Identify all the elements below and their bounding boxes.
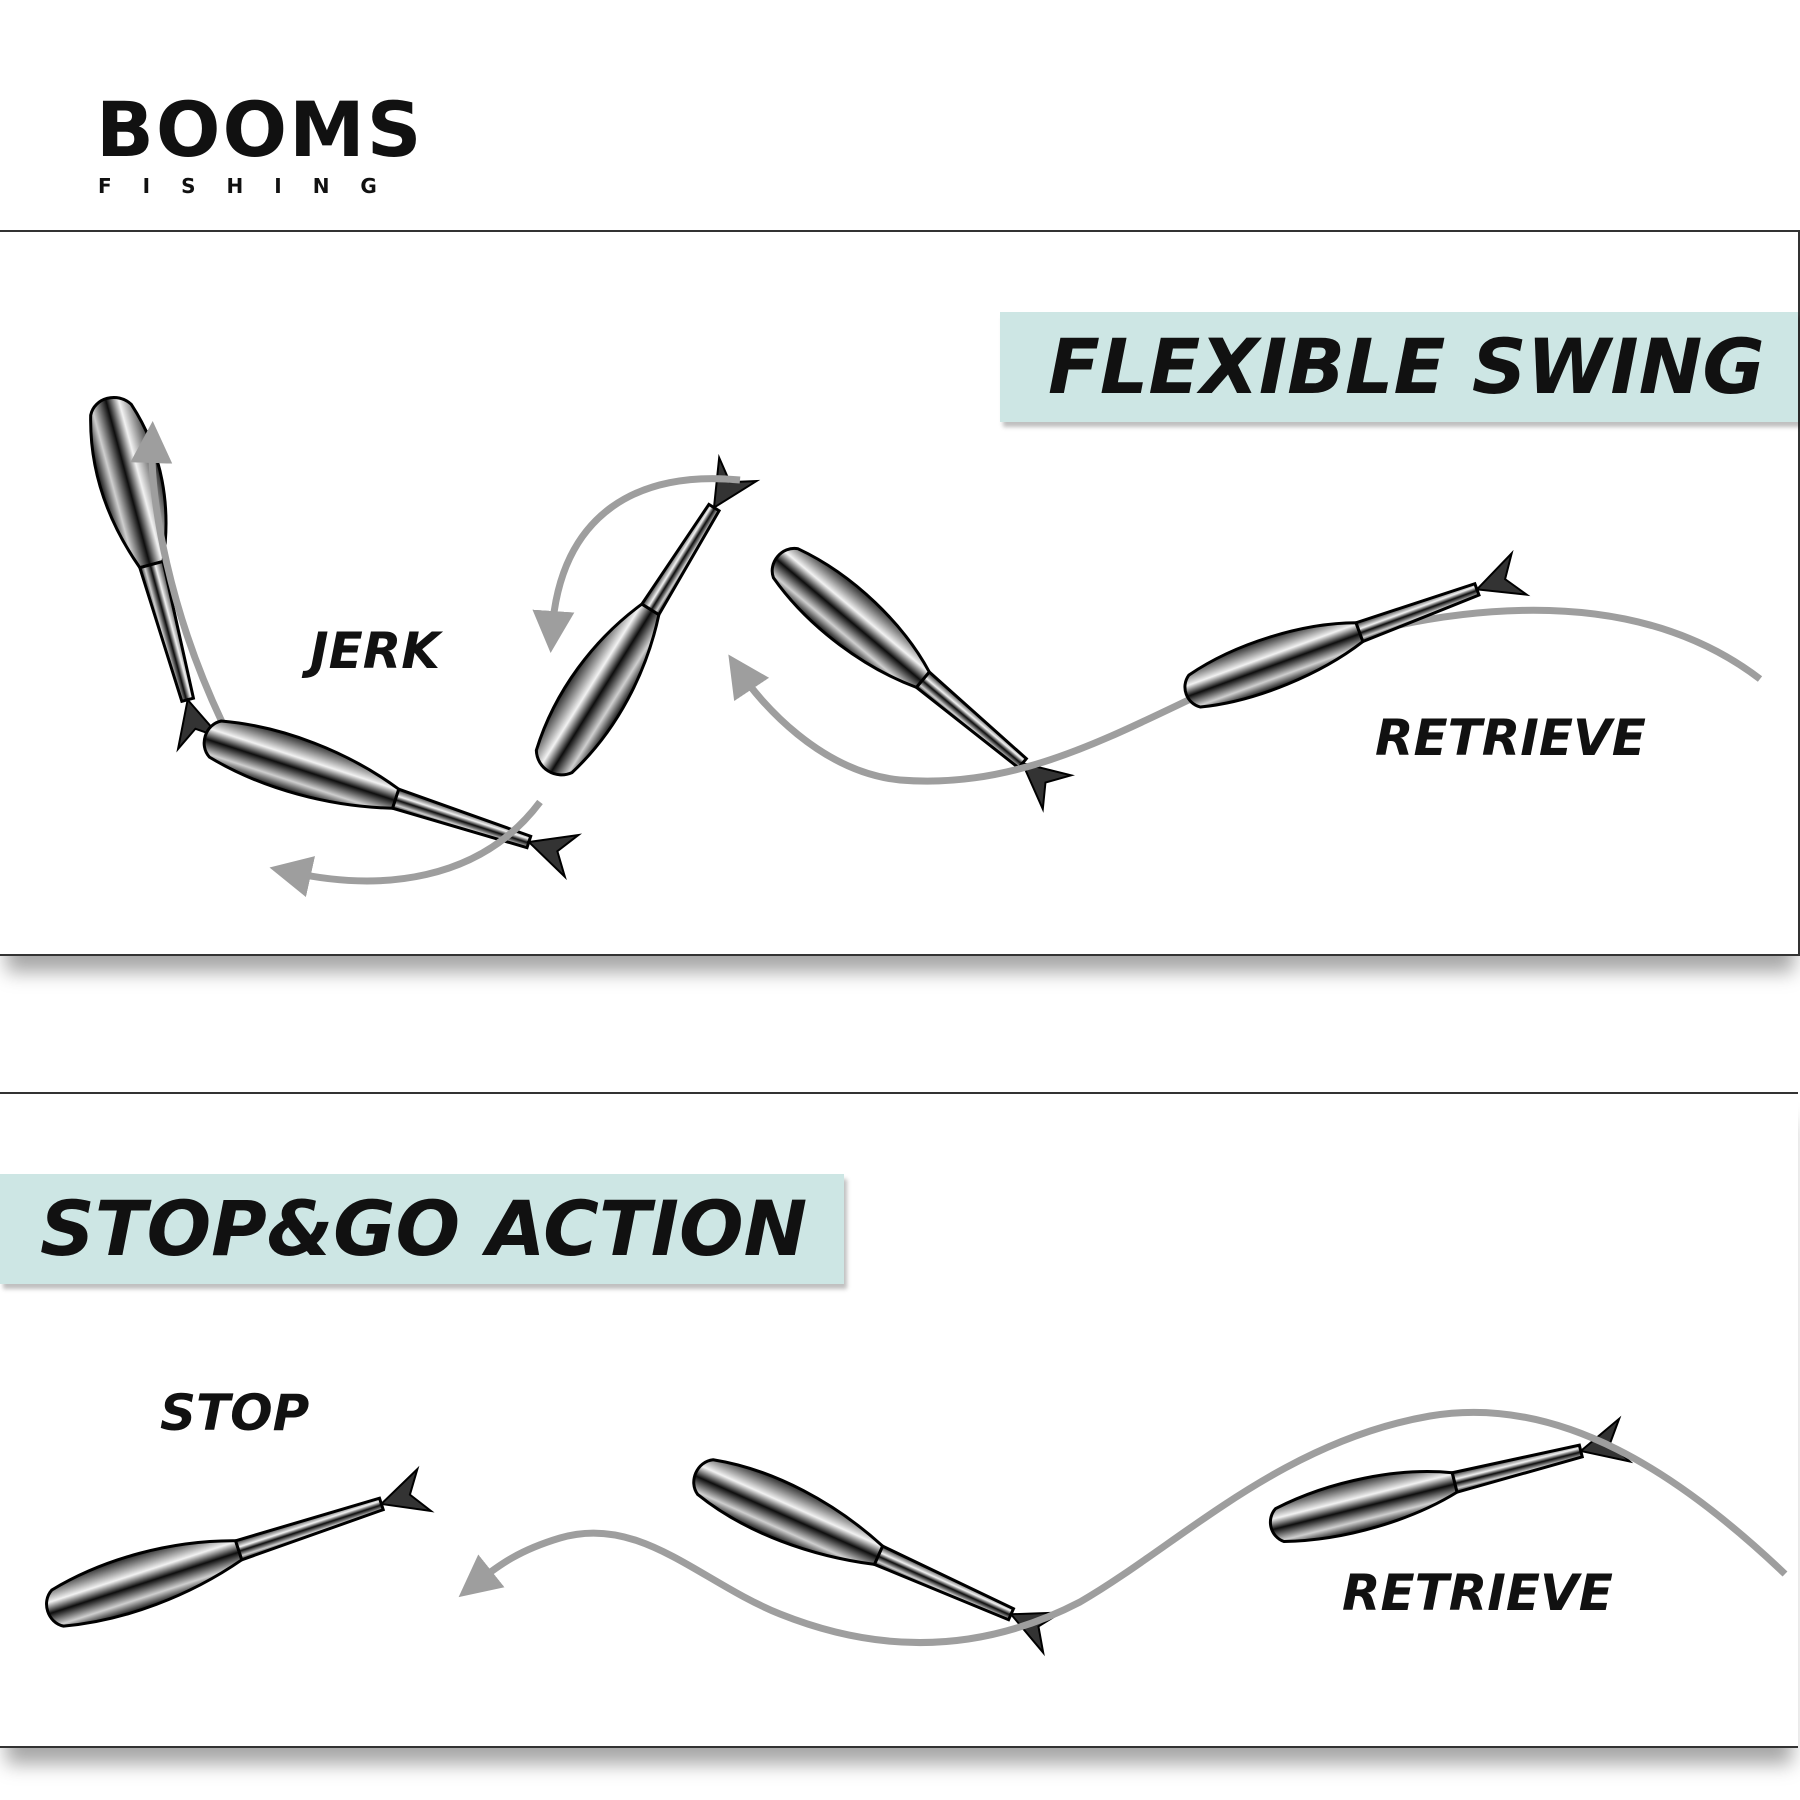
lure-middle <box>692 1458 1065 1657</box>
arrow-jerk-bottom <box>269 799 543 898</box>
section-title: STOP&GO ACTION <box>40 1184 808 1273</box>
lure-4 <box>770 546 1075 813</box>
brand-logo: BOOMS FISHING <box>96 85 424 199</box>
retrieve-label: RETRIEVE <box>1375 709 1646 767</box>
section-title: FLEXIBLE SWING <box>1048 322 1765 411</box>
logo-brand-text: BOOMS <box>96 85 424 174</box>
stop-go-banner: STOP&GO ACTION <box>0 1174 844 1284</box>
flexible-swing-panel: FLEXIBLE SWING JERK RETRIEVE <box>0 230 1800 956</box>
lure-2 <box>202 719 583 881</box>
arrow-swing-over <box>532 475 741 653</box>
stop-go-illustration <box>45 1408 1788 1657</box>
lure-3 <box>534 453 761 777</box>
jerk-label: JERK <box>310 622 441 680</box>
stop-go-panel: STOP&GO ACTION STOP RETRIEVE <box>0 1092 1798 1748</box>
arrow-jerk-up <box>130 421 226 724</box>
flexible-swing-banner: FLEXIBLE SWING <box>1000 312 1798 422</box>
stop-label: STOP <box>160 1384 310 1442</box>
lure-5 <box>1183 549 1531 709</box>
arrow-stop-go-curve <box>458 1408 1788 1647</box>
flexible-swing-illustration <box>89 395 1763 898</box>
lure-right <box>1268 1415 1634 1544</box>
arrow-retrieve-curve <box>728 606 1763 785</box>
lure-stop <box>45 1465 435 1628</box>
logo-tagline-text: FISHING <box>98 174 408 198</box>
retrieve-label: RETRIEVE <box>1342 1564 1613 1622</box>
